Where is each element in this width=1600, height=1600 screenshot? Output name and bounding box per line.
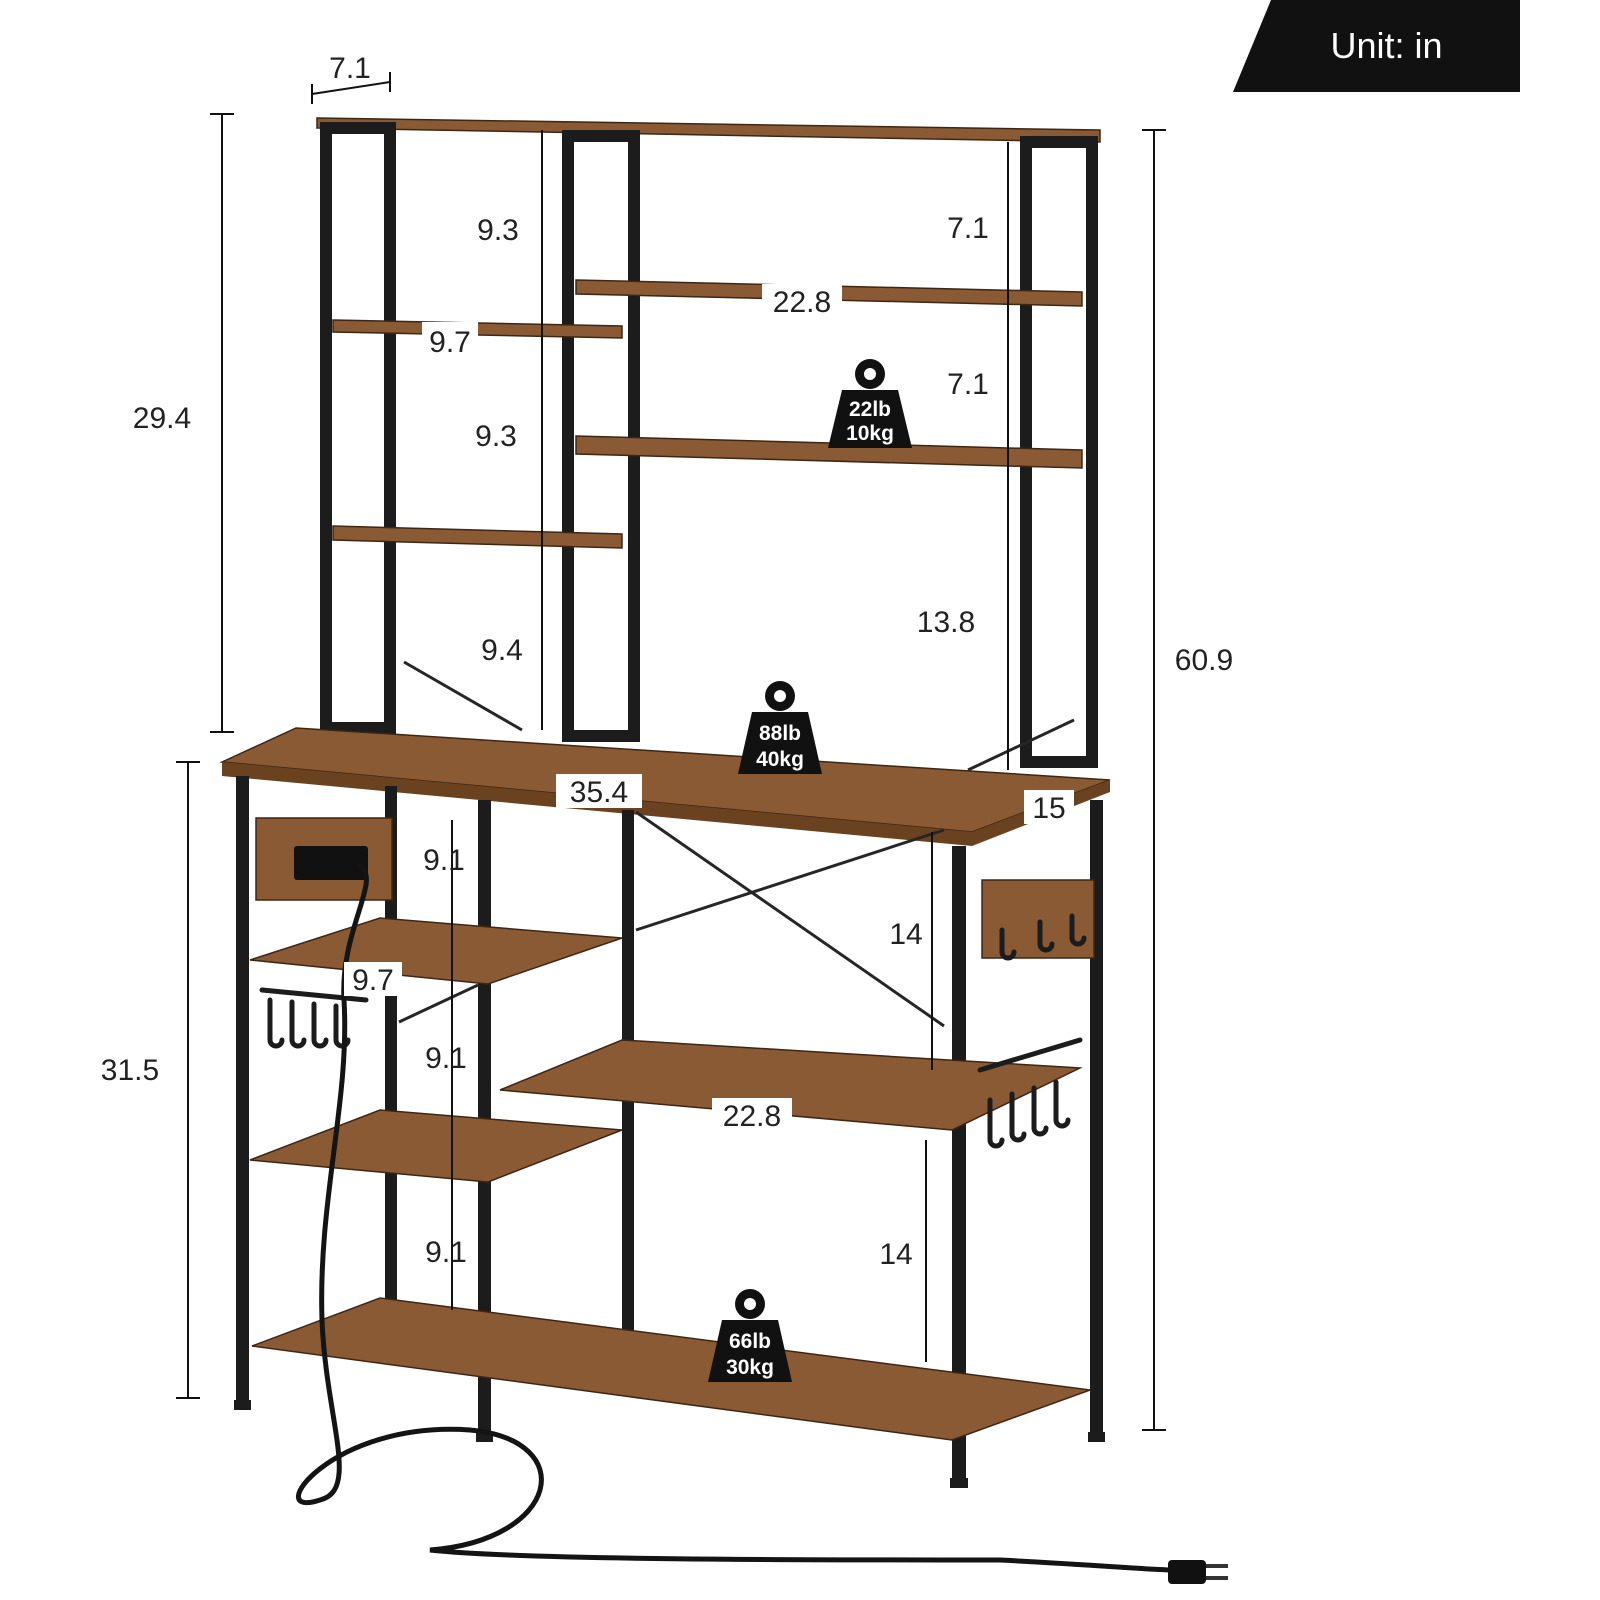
load-badge-desk: 88lb 40kg [738,681,822,774]
load-kg-desk: 40kg [756,748,804,771]
dim-right-lower-shelf-width: 22.8 [723,1100,781,1133]
unit-label: Unit: in [1330,25,1443,66]
dim-left-lower-shelf-width: 9.7 [352,964,394,997]
dim-left-upper-shelf-width: 9.7 [429,326,471,359]
load-badge-upper: 22lb 10kg [828,359,912,448]
dim-left-upper-gap-2: 9.3 [475,420,517,453]
dimension-labels: 7.1 29.4 31.5 60.9 9.3 9.3 9.4 9.7 7.1 7… [101,52,1233,1271]
dim-desk-depth: 15 [1032,792,1065,825]
dim-right-upper-shelf-width: 22.8 [773,286,831,319]
dim-upper-height: 29.4 [133,402,191,435]
dim-right-upper-gap-1: 7.1 [947,212,989,245]
unit-banner [1233,0,1520,92]
left-brace [398,983,479,1024]
top-board [316,117,1101,143]
dim-left-upper-gap-3: 9.4 [481,634,523,667]
dim-right-lower-gap-2: 14 [879,1238,912,1271]
left-lower-shelf-1 [249,917,623,985]
dim-left-lower-gap-2: 9.1 [425,1042,467,1075]
leg-front-left [236,776,249,1408]
foot [476,1432,493,1442]
weight-icon [828,359,912,448]
right-upper-shelf-2 [575,435,1083,469]
load-kg-bottom: 30kg [726,1356,774,1379]
right-hook-rail [977,1037,1083,1149]
weight-icon [738,681,822,774]
dim-left-lower-gap-3: 9.1 [425,1236,467,1269]
left-hook-rail [259,987,369,1049]
load-lb-bottom: 66lb [729,1330,771,1353]
x-brace-1 [635,810,945,1028]
load-lb-desk: 88lb [759,722,801,745]
dimension-lines [176,72,1166,1431]
hook-icon [1069,913,1087,947]
dim-right-lower-gap-1: 14 [889,918,922,951]
power-strip-icon [294,846,368,880]
power-cord [296,863,1178,1573]
dim-left-upper-gap-1: 9.3 [477,214,519,247]
hook-icon [1037,919,1055,953]
dim-right-upper-gap-3: 13.8 [917,606,975,639]
load-kg-upper: 10kg [846,422,894,445]
weight-icon [708,1289,792,1382]
x-brace-2 [635,828,945,932]
dim-top-depth: 7.1 [329,52,371,85]
load-badge-bottom: 66lb 30kg [708,1289,792,1382]
middle-upper-frame [562,130,640,742]
foot [234,1400,251,1410]
upper-hutch [316,117,1101,772]
upper-brace-right [967,718,1075,772]
dim-right-upper-gap-2: 7.1 [947,368,989,401]
foot [1088,1432,1105,1442]
dim-left-lower-gap-1: 9.1 [423,844,465,877]
leg-front-right [952,846,966,1484]
upper-brace [403,660,523,732]
dim-desk-width: 35.4 [570,776,628,809]
plug-icon [1168,1560,1228,1584]
dim-lower-height: 31.5 [101,1054,159,1087]
left-upper-frame [320,122,396,734]
left-upper-shelf-2 [332,525,623,549]
dim-total-height: 60.9 [1175,644,1233,677]
load-lb-upper: 22lb [849,398,891,421]
foot [950,1478,968,1488]
bottom-shelf [251,1297,1091,1441]
left-lower-shelf-2 [249,1109,623,1183]
hook-icon [999,927,1017,961]
leg-rear-right [1090,800,1103,1440]
right-lower-shelf [499,1039,1083,1131]
